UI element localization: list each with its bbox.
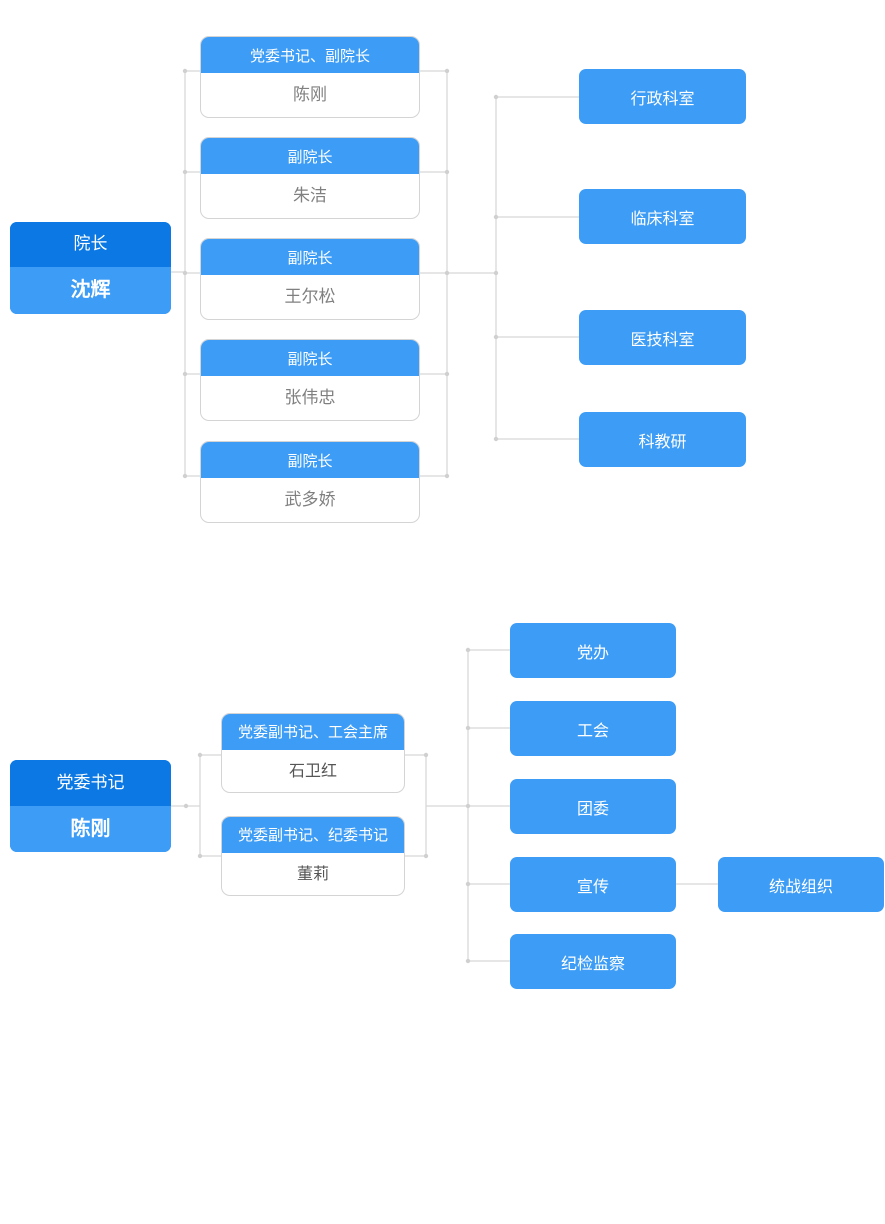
deputy-card-1: 党委副书记、工会主席 石卫红 <box>221 713 405 793</box>
deputy-name: 朱洁 <box>293 186 327 206</box>
deputy-card-5: 副院长 武多娇 <box>200 441 420 523</box>
deputy-title: 党委副书记、工会主席 <box>222 714 404 750</box>
deputy-title: 副院长 <box>201 340 419 376</box>
deputy-card-1: 党委书记、副院长 陈刚 <box>200 36 420 118</box>
dept-box-youth-league: 团委 <box>510 779 676 834</box>
dept-box-clinical: 临床科室 <box>579 189 746 244</box>
dept-box-union: 工会 <box>510 701 676 756</box>
dept-box-publicity: 宣传 <box>510 857 676 912</box>
deputy-title: 党委书记、副院长 <box>201 37 419 73</box>
leader-name: 陈刚 <box>10 806 171 852</box>
dept-box-party-office: 党办 <box>510 623 676 678</box>
deputy-title: 副院长 <box>201 138 419 174</box>
leader-box-president: 院长 沈辉 <box>10 222 171 314</box>
deputy-title: 党委副书记、纪委书记 <box>222 817 404 853</box>
leader-title: 党委书记 <box>10 760 171 806</box>
dept-box-admin: 行政科室 <box>579 69 746 124</box>
dept-box-medtech: 医技科室 <box>579 310 746 365</box>
deputy-card-2: 副院长 朱洁 <box>200 137 420 219</box>
leader-name: 沈辉 <box>10 267 171 314</box>
deputy-name: 张伟忠 <box>284 388 336 408</box>
deputy-card-2: 党委副书记、纪委书记 董莉 <box>221 816 405 896</box>
deputy-name: 武多娇 <box>284 490 336 510</box>
deputy-name: 王尔松 <box>284 287 336 307</box>
leader-box-party-secretary: 党委书记 陈刚 <box>10 760 171 852</box>
deputy-card-4: 副院长 张伟忠 <box>200 339 420 421</box>
deputy-name: 石卫红 <box>288 761 337 780</box>
deputy-title: 副院长 <box>201 239 419 275</box>
dept-box-united-front: 统战组织 <box>718 857 884 912</box>
deputy-name: 董莉 <box>296 864 329 883</box>
dept-box-research: 科教研 <box>579 412 746 467</box>
deputy-title: 副院长 <box>201 442 419 478</box>
deputy-name: 陈刚 <box>293 85 327 105</box>
dept-box-discipline: 纪检监察 <box>510 934 676 989</box>
deputy-card-3: 副院长 王尔松 <box>200 238 420 320</box>
leader-title: 院长 <box>10 222 171 267</box>
